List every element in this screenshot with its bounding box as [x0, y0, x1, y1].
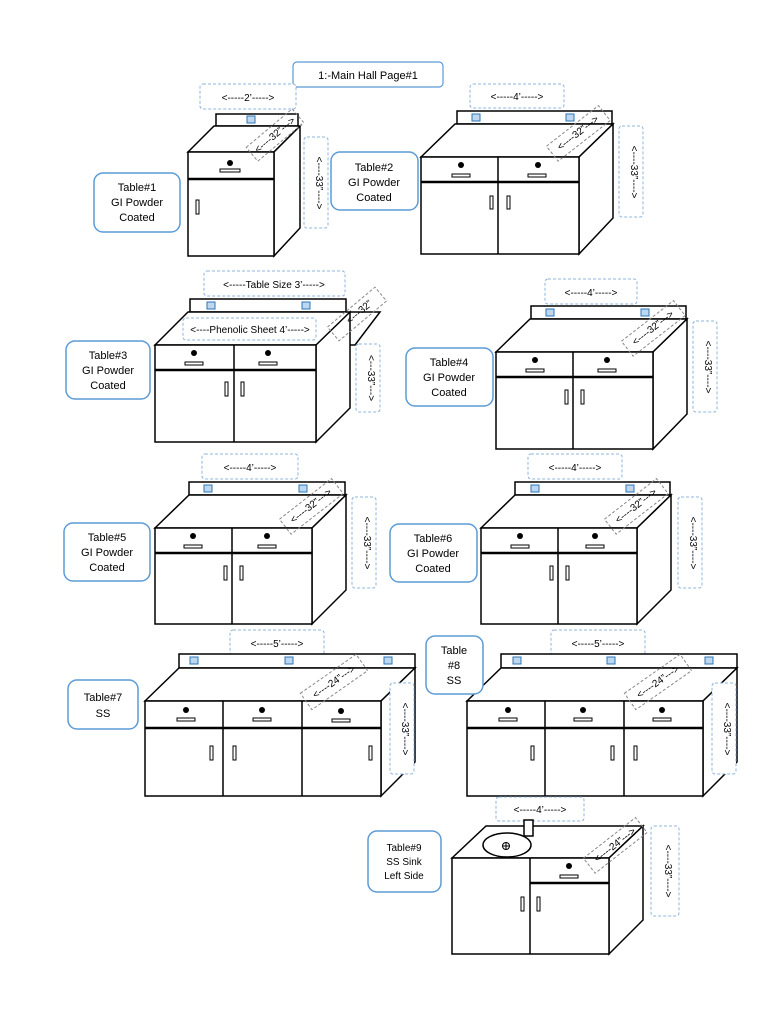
- svg-text:<----33”---->: <----33”---->: [702, 341, 713, 394]
- svg-text:<----33”---->: <----33”---->: [628, 146, 639, 199]
- svg-text:Coated: Coated: [415, 563, 450, 575]
- table-5-width-dim: <-----4’----->: [201, 453, 299, 480]
- table-7-label: Table#7 SS: [67, 679, 139, 730]
- svg-text:<-----2’----->: <-----2’----->: [222, 93, 275, 104]
- svg-text:<---33”--->: <---33”--->: [365, 355, 376, 401]
- svg-text:Table#5: Table#5: [88, 532, 127, 544]
- drawer-lock-icon: [227, 160, 233, 166]
- table-2: <-----4’-----> <----32”---> <----33”----…: [330, 83, 644, 256]
- svg-text:<-----4’----->: <-----4’----->: [549, 463, 602, 474]
- svg-text:<-----4’----->: <-----4’----->: [565, 288, 618, 299]
- svg-text:Left Side: Left Side: [384, 871, 424, 882]
- table-2-label: Table#2 GI Powder Coated: [330, 151, 419, 211]
- table-1: <-----2’-----> <----32”---> <----33”----…: [93, 83, 329, 258]
- svg-text:<----33”---->: <----33”---->: [662, 845, 673, 898]
- svg-text:SS: SS: [447, 675, 462, 687]
- svg-text:Coated: Coated: [356, 192, 391, 204]
- svg-text:Coated: Coated: [90, 380, 125, 392]
- table-7: <-----5’-----> <----24”---> <----33”----…: [67, 629, 417, 798]
- svg-text:Table#4: Table#4: [430, 357, 469, 369]
- table-5-height-dim: <----33”---->: [351, 496, 377, 589]
- table-2-height-dim: <----33”---->: [618, 125, 644, 218]
- svg-text:<-----4’----->: <-----4’----->: [224, 463, 277, 474]
- table-9-label: Table#9 SS Sink Left Side: [367, 830, 442, 893]
- table-2-width-dim: <-----4’----->: [469, 83, 565, 109]
- table-9-height-dim: <----33”---->: [650, 825, 680, 917]
- svg-text:Coated: Coated: [89, 562, 124, 574]
- table-7-width-dim: <-----5’----->: [229, 629, 325, 656]
- svg-text:<----33”---->: <----33”---->: [361, 517, 372, 570]
- table-8-label: Table #8 SS: [425, 635, 484, 695]
- table-7-height-dim: <----33”---->: [389, 682, 415, 775]
- table-6-label: Table#6 GI Powder Coated: [389, 523, 478, 583]
- table-3: <-----Table Size 3’-----> <----Phenolic …: [65, 270, 388, 444]
- table-1-width-dim: <-----2’----->: [199, 83, 297, 110]
- svg-text:<-----Table Size 3’----->: <-----Table Size 3’----->: [223, 280, 325, 291]
- table-8: <-----5’-----> <----24”---> <----33”----…: [425, 629, 739, 798]
- table-9-width-dim: <-----4’----->: [495, 796, 585, 822]
- svg-text:<----33”---->: <----33”---->: [687, 517, 698, 570]
- svg-text:Table#2: Table#2: [355, 162, 394, 174]
- svg-text:<-----5’----->: <-----5’----->: [572, 639, 625, 650]
- table-1-label: Table#1 GI Powder Coated: [93, 172, 181, 233]
- table-1-height-dim: <----33”---->: [303, 136, 329, 229]
- svg-text:Table#1: Table#1: [118, 182, 157, 194]
- svg-text:#8: #8: [448, 660, 460, 672]
- svg-text:<-----4’----->: <-----4’----->: [491, 92, 544, 103]
- faucet-icon: [523, 819, 534, 837]
- svg-text:<----Phenolic Sheet 4’----->: <----Phenolic Sheet 4’----->: [190, 325, 310, 336]
- table-4-label: Table#4 GI Powder Coated: [405, 347, 494, 407]
- svg-text:<----33”---->: <----33”---->: [399, 703, 410, 756]
- table-3-phenolic-dim: <----Phenolic Sheet 4’----->: [182, 317, 317, 341]
- svg-text:<-----5’----->: <-----5’----->: [251, 639, 304, 650]
- table-3-width-dim: <-----Table Size 3’----->: [203, 270, 346, 297]
- table-4-height-dim: <----33”---->: [692, 320, 718, 413]
- svg-text:GI Powder: GI Powder: [348, 177, 400, 189]
- table-5: <-----4’-----> <----32”---> <----33”----…: [63, 453, 377, 626]
- page-title: 1:-Main Hall Page#1: [318, 70, 418, 82]
- table-8-height-dim: <----33”---->: [711, 682, 737, 775]
- svg-text:Table#9: Table#9: [386, 843, 421, 854]
- svg-text:GI Powder: GI Powder: [81, 547, 133, 559]
- svg-text:<----33”---->: <----33”---->: [313, 157, 324, 210]
- table-9: <-----4’-----> <----24”---> <----33”----…: [367, 796, 680, 956]
- svg-text:Table: Table: [441, 645, 467, 657]
- svg-text:Table#6: Table#6: [414, 533, 453, 545]
- table-1-port-icon: [246, 115, 256, 124]
- svg-text:<-----4’----->: <-----4’----->: [514, 805, 567, 816]
- table-6-height-dim: <----33”---->: [677, 496, 703, 589]
- table-3-height-dim: <---33”--->: [355, 343, 381, 413]
- table-6-width-dim: <-----4’----->: [527, 453, 623, 480]
- svg-text:GI Powder: GI Powder: [111, 197, 163, 209]
- svg-text:Coated: Coated: [119, 212, 154, 224]
- svg-text:Coated: Coated: [431, 387, 466, 399]
- table-3-label: Table#3 GI Powder Coated: [65, 340, 151, 400]
- page-title-box: 1:-Main Hall Page#1: [292, 61, 444, 88]
- table-8-width-dim: <-----5’----->: [550, 629, 646, 656]
- svg-text:SS Sink: SS Sink: [386, 857, 423, 868]
- svg-text:<----33”---->: <----33”---->: [721, 703, 732, 756]
- svg-text:GI Powder: GI Powder: [423, 372, 475, 384]
- svg-text:SS: SS: [96, 708, 111, 720]
- table-4-width-dim: <-----4’----->: [544, 278, 638, 305]
- table-5-label: Table#5 GI Powder Coated: [63, 522, 151, 582]
- svg-text:Table#3: Table#3: [89, 350, 128, 362]
- svg-text:GI Powder: GI Powder: [407, 548, 459, 560]
- table-4: <-----4’-----> <----32”---> <----33”----…: [405, 278, 718, 451]
- svg-text:GI Powder: GI Powder: [82, 365, 134, 377]
- table-6: <-----4’-----> <----32”---> <----33”----…: [389, 453, 703, 626]
- svg-text:Table#7: Table#7: [84, 692, 123, 704]
